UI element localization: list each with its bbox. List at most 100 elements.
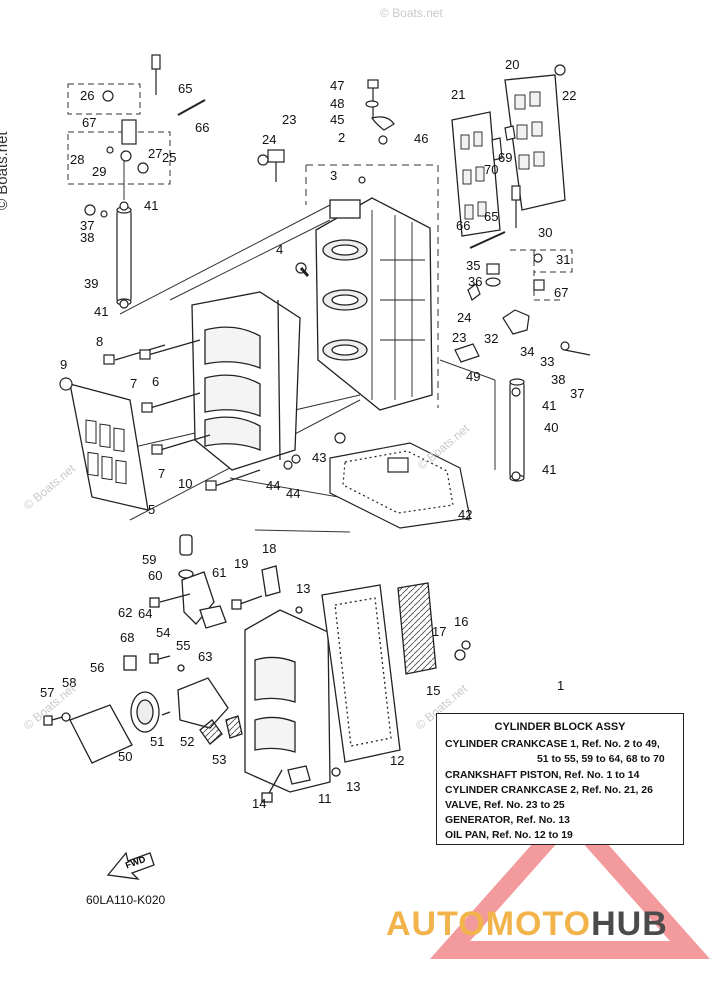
cylinder-block-2 [191,291,301,471]
callout-35: 35 [466,258,480,273]
callout-23: 23 [282,112,296,127]
callout-49: 49 [466,369,480,384]
assembly-line: CRANKSHAFT PISTON, Ref. No. 1 to 14 [445,769,640,781]
callout-7: 7 [130,376,137,391]
watermark-side: © Boats.net [0,131,11,210]
assembly-line: GENERATOR, Ref. No. 13 [445,815,570,827]
assembly-line: CYLINDER CRANKCASE 2, Ref. No. 21, 26 [445,784,653,796]
callout-3: 3 [330,168,337,183]
callout-39: 39 [84,276,98,291]
callout-45: 45 [330,112,344,127]
callout-58: 58 [62,675,76,690]
callout-44: 44 [286,486,300,501]
assembly-line: CYLINDER CRANKCASE 1, Ref. No. 2 to 49, [445,739,660,751]
callout-48: 48 [330,96,344,111]
callout-25: 25 [162,150,176,165]
callout-50: 50 [118,749,132,764]
fwd-arrow: FWD [106,851,155,880]
callout-56: 56 [90,660,104,675]
callout-29: 29 [92,164,106,179]
callout-47: 47 [330,78,344,93]
callout-24: 24 [262,132,276,147]
callout-41: 41 [144,198,158,213]
brand-logo: AUTOMOTOHUB [386,905,668,944]
callout-61: 61 [212,565,226,580]
brand-triangle [429,801,711,959]
callout-65: 65 [484,209,498,224]
callout-64: 64 [138,606,152,621]
callout-11: 11 [318,791,332,806]
callout-12: 12 [390,753,404,768]
callout-51: 51 [150,734,164,749]
callout-36: 36 [468,274,482,289]
block-gasket [329,442,471,529]
brand-part: HUB [591,905,668,943]
callout-24: 24 [457,310,471,325]
callout-43: 43 [312,450,326,465]
assembly-title: CYLINDER BLOCK ASSY [494,721,626,733]
callout-57: 57 [40,685,54,700]
callout-37: 37 [570,386,584,401]
callout-27: 27 [148,146,162,161]
callout-2: 2 [338,130,345,145]
exhaust-manifold [451,74,566,237]
callout-59: 59 [142,552,156,567]
callout-63: 63 [198,649,212,664]
callout-62: 62 [118,605,132,620]
callout-69: 69 [498,150,512,165]
callout-4: 4 [276,242,283,257]
callout-15: 15 [426,683,440,698]
callout-30: 30 [538,225,552,240]
callout-55: 55 [176,638,190,653]
callout-41: 41 [94,304,108,319]
exhaust-cover [69,383,149,511]
oil-pan-assembly [43,534,471,803]
callout-14: 14 [252,796,266,811]
callout-26: 26 [80,88,94,103]
callout-38: 38 [80,230,94,245]
callout-60: 60 [148,568,162,583]
callout-37: 37 [80,218,94,233]
brand-part: MOTO [485,905,592,943]
callout-13: 13 [346,779,360,794]
callout-21: 21 [451,87,465,102]
callout-38: 38 [551,372,565,387]
brand-part: AUTO [386,905,486,943]
callout-53: 53 [212,752,226,767]
callout-34: 34 [520,344,534,359]
callout-22: 22 [562,88,576,103]
callout-32: 32 [484,331,498,346]
callout-67: 67 [82,115,96,130]
callout-9: 9 [60,357,67,372]
callout-18: 18 [262,541,276,556]
callout-70: 70 [484,162,498,177]
callout-42: 42 [458,507,472,522]
callout-46: 46 [414,131,428,146]
callout-1: 1 [557,678,564,693]
callout-67: 67 [554,285,568,300]
fasteners [59,54,591,491]
reference-code: 60LA110-K020 [86,893,166,907]
callout-66: 66 [456,218,470,233]
assembly-line: VALVE, Ref. No. 23 to 25 [445,800,565,812]
callout-33: 33 [540,354,554,369]
callout-41: 41 [542,462,556,477]
watermark: © Boats.net [380,6,443,20]
callout-17: 17 [432,624,446,639]
callout-31: 31 [556,252,570,267]
callout-54: 54 [156,625,170,640]
callout-20: 20 [505,57,519,72]
callout-16: 16 [454,614,468,629]
callout-40: 40 [544,420,558,435]
callout-6: 6 [152,374,159,389]
callout-7: 7 [158,466,165,481]
callout-41: 41 [542,398,556,413]
callout-23: 23 [452,330,466,345]
assembly-line: OIL PAN, Ref. No. 12 to 19 [445,830,573,842]
callout-5: 5 [148,502,155,517]
callout-13: 13 [296,581,310,596]
assembly-line: 51 to 55, 59 to 64, 68 to 70 [537,754,665,766]
callout-66: 66 [195,120,209,135]
